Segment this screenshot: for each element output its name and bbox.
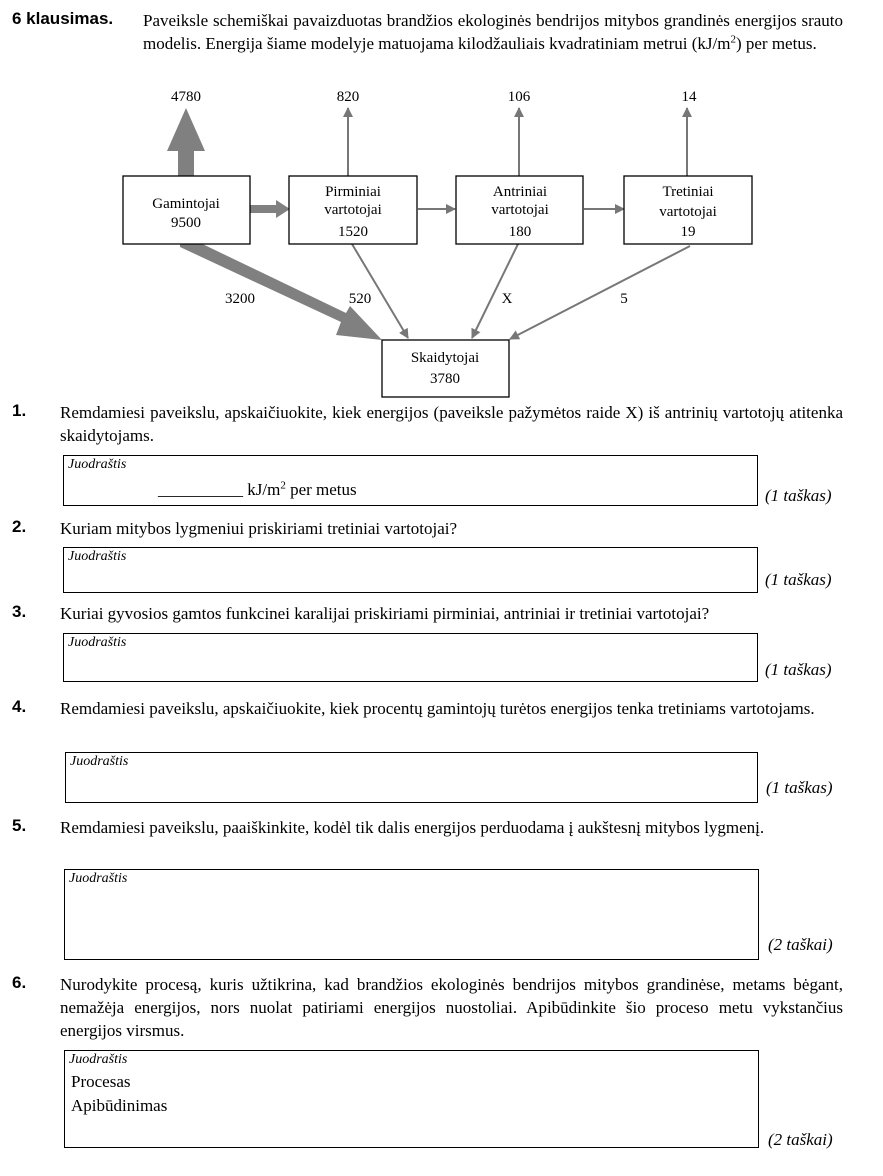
producers-decomposers-value: 3200: [225, 291, 255, 307]
secondary-to-decomposers-arrow: [471, 243, 519, 339]
draft-label-1: Juodraštis: [68, 457, 127, 472]
question-label: 6 klausimas.: [12, 9, 114, 28]
points-4: (1 taškas): [766, 778, 833, 797]
points-1: (1 taškas): [765, 486, 832, 505]
producers-label: Gamintojai: [152, 196, 220, 212]
primary-loss-value: 820: [337, 89, 360, 105]
answer-1-unit-after: per metus: [285, 480, 357, 499]
intro-superscript: 2: [730, 33, 736, 46]
tertiary-label-1: Tretiniai: [662, 184, 713, 200]
draft-label-5: Juodraštis: [69, 871, 128, 886]
secondary-label-1: Antriniai: [493, 184, 547, 200]
primary-value: 1520: [338, 224, 368, 240]
secondary-loss-value: 106: [508, 89, 531, 105]
points-3: (1 taškas): [765, 660, 832, 679]
answer-box-6[interactable]: Juodraštis Procesas Apibūdinimas: [64, 1050, 759, 1148]
draft-label-4: Juodraštis: [70, 754, 129, 769]
answer-1-unit: kJ/m: [243, 480, 281, 499]
producers-box: [122, 175, 251, 245]
producers-to-decomposers-arrow: [180, 239, 382, 340]
question-3-text: Kuriai gyvosios gamtos funkcinei karalij…: [60, 604, 710, 623]
secondary-value: 180: [509, 224, 532, 240]
decomposers-value: 3780: [430, 371, 460, 387]
answer-box-2[interactable]: Juodraštis: [63, 547, 758, 593]
question-4-text: Remdamiesi paveikslu, apskaičiuokite, ki…: [60, 699, 815, 718]
draft-label-3: Juodraštis: [68, 635, 127, 650]
answer-box-5[interactable]: Juodraštis: [64, 869, 759, 960]
points-5: (2 taškai): [768, 935, 833, 954]
primary-decomposers-value: 520: [349, 291, 372, 307]
tertiary-loss-value: 14: [682, 89, 698, 105]
tertiary-value: 19: [681, 224, 696, 240]
answer-box-1[interactable]: Juodraštis __________ kJ/m2 per metus: [63, 455, 758, 506]
description-label: Apibūdinimas: [71, 1096, 168, 1115]
question-4-number: 4.: [12, 697, 27, 716]
decomposers-box: [381, 339, 510, 398]
answer-1-blank[interactable]: __________: [158, 480, 243, 499]
secondary-consumers-box: [455, 175, 584, 245]
draft-label-6: Juodraštis: [69, 1052, 128, 1067]
tertiary-decomposers-value: 5: [620, 291, 628, 307]
producers-loss-value: 4780: [171, 89, 201, 105]
answer-box-4[interactable]: Juodraštis: [65, 752, 758, 803]
points-2: (1 taškas): [765, 570, 832, 589]
question-2-text: Kuriam mitybos lygmeniui priskiriami tre…: [60, 519, 458, 538]
answer-1-unit-sup: 2: [280, 479, 286, 492]
intro-part2: ) per metus.: [735, 34, 817, 53]
answer-box-3[interactable]: Juodraštis: [63, 633, 758, 682]
tertiary-label-2: vartotojai: [659, 204, 716, 220]
tertiary-to-decomposers-arrow: [509, 245, 691, 340]
points-6: (2 taškai): [768, 1130, 833, 1149]
answer-1-fill-line: __________ kJ/m2 per metus: [158, 480, 357, 500]
draft-label-2: Juodraštis: [68, 549, 127, 564]
question-6-text: Nurodykite procesą, kuris užtikrina, kad…: [60, 975, 843, 1040]
primary-label-2: vartotojai: [324, 202, 381, 218]
primary-to-decomposers-arrow: [351, 243, 409, 339]
intro-part1: Paveikslе schemiškai pavaizduotas brandž…: [143, 11, 843, 53]
secondary-decomposers-value: X: [502, 291, 513, 307]
tertiary-consumers-box: [623, 175, 753, 245]
question-5-text: Remdamiesi paveikslu, paaiškinkite, kodė…: [60, 818, 765, 837]
energy-flow-diagram: Gamintojai 9500 Pirminiai vartotojai 152…: [122, 89, 753, 398]
question-1-number: 1.: [12, 401, 27, 420]
producers-loss-arrow: [167, 108, 205, 176]
question-1-text: Remdamiesi paveikslu, apskaičiuokite, ki…: [60, 403, 843, 445]
primary-consumers-box: [288, 175, 418, 245]
question-2-number: 2.: [12, 517, 27, 536]
decomposers-label: Skaidytojai: [411, 350, 479, 366]
producers-to-primary-arrow: [250, 200, 290, 218]
question-6-number: 6.: [12, 973, 27, 992]
question-5-number: 5.: [12, 816, 27, 835]
process-label: Procesas: [71, 1072, 131, 1091]
primary-label-1: Pirminiai: [325, 184, 381, 200]
secondary-label-2: vartotojai: [491, 202, 548, 218]
question-3-number: 3.: [12, 602, 27, 621]
intro-text: Paveikslе schemiškai pavaizduotas brandž…: [143, 9, 843, 55]
producers-value: 9500: [171, 215, 201, 231]
